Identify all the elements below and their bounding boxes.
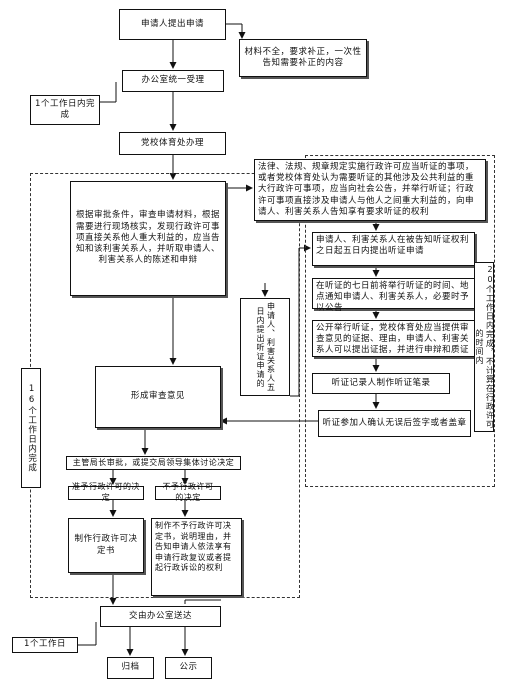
deny-decision-node: 制作不予行政许可决定书，说明理由，并告知申请人依法享有申请行政复议或者提起行政诉… [151,518,242,596]
sign-label: 听证参加人确认无误后签字或者盖章 [322,417,467,428]
apply-label: 申请人提出申请 [140,18,204,29]
hold-hearing-label: 公开举行听证，党校体育处应当提供审查意见的证据、理由，申请人、利害关系人可以提出… [316,323,470,356]
archive-node: 归档 [107,657,154,679]
make-decision-label: 制作行政许可决定书 [74,534,138,556]
review-label: 根据审批条件，审查申请材料，根据需要进行现场核实，发现行政许可事项直接关系他人重… [75,210,220,266]
party-request-node: 申请人、利害关系人在被告知听证权利之日起五日内提出听证申请 [312,232,475,266]
leader-label: 主管局长审批，或提交局领导集体讨论决定 [72,457,235,467]
notify-parties-label: 在听证的七日前将举行听证的时间、地点通知申请人、利害关系人，必要时予以公告 [316,281,470,314]
hearing-notice-node: 法律、法规、规章规定实施行政许可应当听证的事项，或者党校体育处认为需要听证的其他… [254,159,486,221]
publish-node: 公示 [165,657,212,679]
deny-decision-label: 制作不予行政许可决定书，说明理由，并告知申请人依法享有申请行政复议或者提起行政诉… [155,521,232,573]
accept-label: 办公室统一受理 [141,75,205,86]
make-decision-node: 制作行政许可决定书 [68,518,144,573]
notify-parties-node: 在听证的七日前将举行听证的时间、地点通知申请人、利害关系人，必要时予以公告 [312,278,475,313]
accept-node: 办公室统一受理 [122,70,224,92]
party-request-side-node: 申请人、利害关系人五日内提出听证申请的 [240,298,290,396]
party-request-label: 申请人、利害关系人在被告知听证权利之日起五日内提出听证申请 [316,235,470,257]
day20-note: 20个工作日内完成，不计算在行政许可的时间内 [474,262,495,432]
record-node: 听证记录人制作听证笔录 [312,373,450,394]
deliver-label: 交由办公室送达 [128,610,192,621]
apply-node: 申请人提出申请 [119,9,226,40]
publish-label: 公示 [179,662,198,673]
deny-node: 不予行政许可的决定 [155,482,221,502]
review-node: 根据审批条件，审查申请材料，根据需要进行现场核实，发现行政许可事项直接关系他人重… [70,181,226,296]
one-day-top-note: 1个工作日内完成 [30,95,100,125]
grant-node: 准予行政许可的决定 [68,482,144,502]
sign-node: 听证参加人确认无误后签字或者盖章 [318,410,471,437]
day20-label: 20个工作日内完成，不计算在行政许可的时间内 [475,265,495,429]
incomplete-label: 材料不全，要求补正，一次性告知需要补正的内容 [244,46,362,68]
deny-label: 不予行政许可的决定 [162,482,214,502]
leader-node: 主管局长审批，或提交局领导集体讨论决定 [66,456,241,470]
opinion-label: 形成审查意见 [130,391,185,402]
hold-hearing-node: 公开举行听证，党校体育处应当提供审查意见的证据、理由，申请人、利害关系人可以提出… [312,320,475,357]
opinion-node: 形成审查意见 [95,366,221,428]
grant-label: 准予行政许可的决定 [72,482,140,502]
archive-label: 归档 [121,662,140,673]
day16-note: 16个工作日内完成 [21,368,41,488]
incomplete-node: 材料不全，要求补正，一次性告知需要补正的内容 [239,39,367,77]
hearing-notice-label: 法律、法规、规章规定实施行政许可应当听证的事项，或者党校体育处认为需要听证的其他… [258,162,475,217]
sports-bureau-label: 党校体育处办理 [140,137,204,148]
hearing-process-region [305,155,495,487]
party-request-side-label: 申请人、利害关系人五日内提出听证申请的 [256,302,276,392]
record-label: 听证记录人制作听证笔录 [331,377,431,388]
one-day-bottom-note: 1个工作日 [12,637,78,653]
one-day-bottom-label: 1个工作日 [24,639,66,650]
deliver-node: 交由办公室送达 [100,606,221,627]
sports-bureau-node: 党校体育处办理 [119,132,226,155]
day16-label: 16个工作日内完成 [26,383,37,473]
one-day-top-label: 1个工作日内完成 [35,98,95,120]
